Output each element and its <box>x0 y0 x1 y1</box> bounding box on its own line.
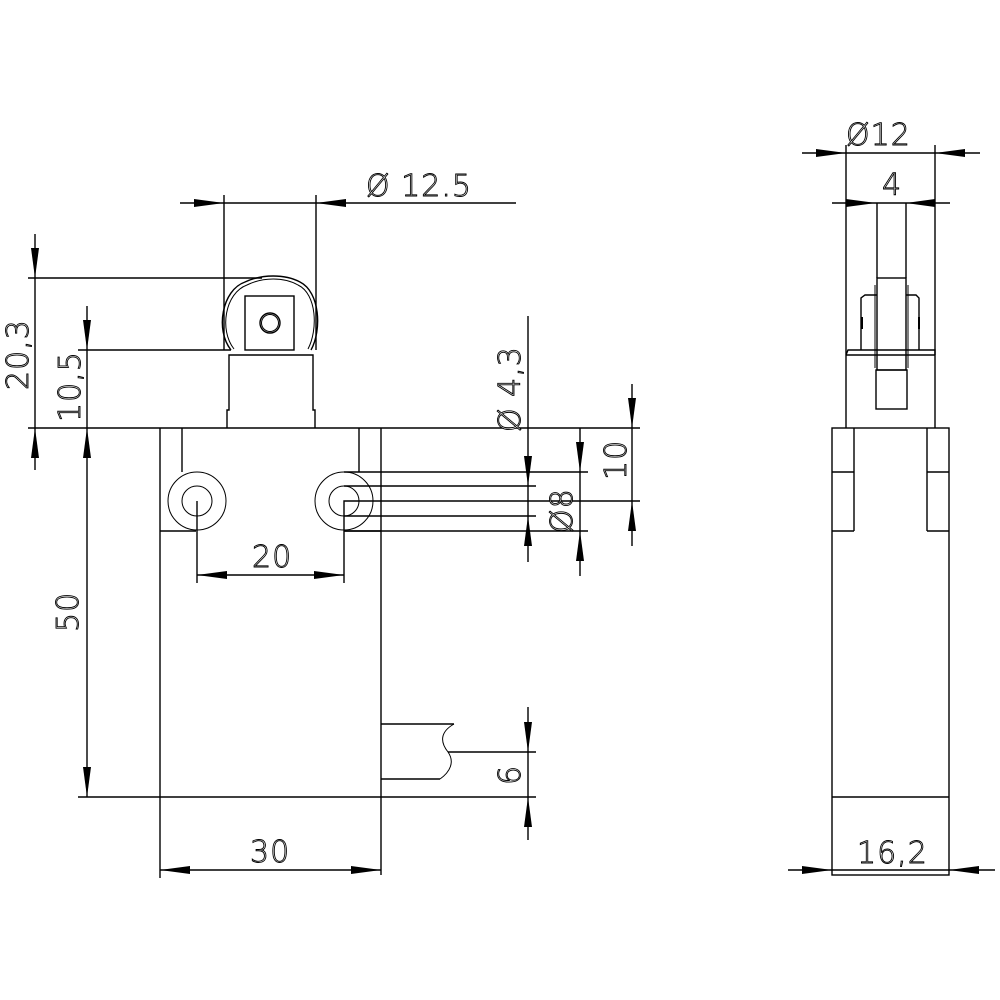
dim-body-height: 50 <box>51 591 160 798</box>
dim-label: Ø12 <box>846 118 911 153</box>
dim-side-roller-diameter: Ø12 <box>802 118 980 355</box>
dim-label: Ø8 <box>545 488 580 533</box>
dim-hole-diameter: Ø 4,3 <box>493 316 532 562</box>
dim-label: 20 <box>252 540 292 575</box>
dim-hole-spacing: 20 <box>196 500 530 583</box>
roller-actuator <box>221 275 319 428</box>
dim-side-depth: 16,2 <box>788 836 995 874</box>
dim-roller-diameter: Ø 12.5 <box>180 169 516 350</box>
dim-boss-diameter: Ø8 <box>545 428 584 576</box>
dim-label: Ø 4,3 <box>493 346 528 432</box>
dim-plunger-height: 10,5 <box>53 306 231 797</box>
dim-cable-diameter: 6 <box>381 707 536 840</box>
dim-label: 30 <box>250 835 290 870</box>
dim-label: 4 <box>882 168 902 203</box>
front-view: Ø 12.5 20,3 10,5 50 <box>1 169 640 878</box>
side-body <box>831 355 950 876</box>
dim-hole-offset: 10 <box>599 384 636 546</box>
dim-overall-height: 20,3 <box>1 234 262 470</box>
dim-side-roller-width: 4 <box>832 168 950 207</box>
dim-body-width: 30 <box>159 797 381 878</box>
dim-label: 10,5 <box>53 351 88 422</box>
dim-label: 10 <box>599 440 634 480</box>
side-view: Ø12 4 16,2 <box>788 118 995 876</box>
side-roller <box>845 203 936 410</box>
dim-label: 16,2 <box>857 836 928 871</box>
dim-label: 50 <box>51 592 86 632</box>
dim-label: 20,3 <box>1 319 36 390</box>
switch-body <box>28 427 640 875</box>
cable <box>381 723 536 780</box>
hole-extension-lines <box>344 471 640 532</box>
dim-label: 6 <box>493 765 528 785</box>
dim-label: Ø 12.5 <box>366 169 472 204</box>
